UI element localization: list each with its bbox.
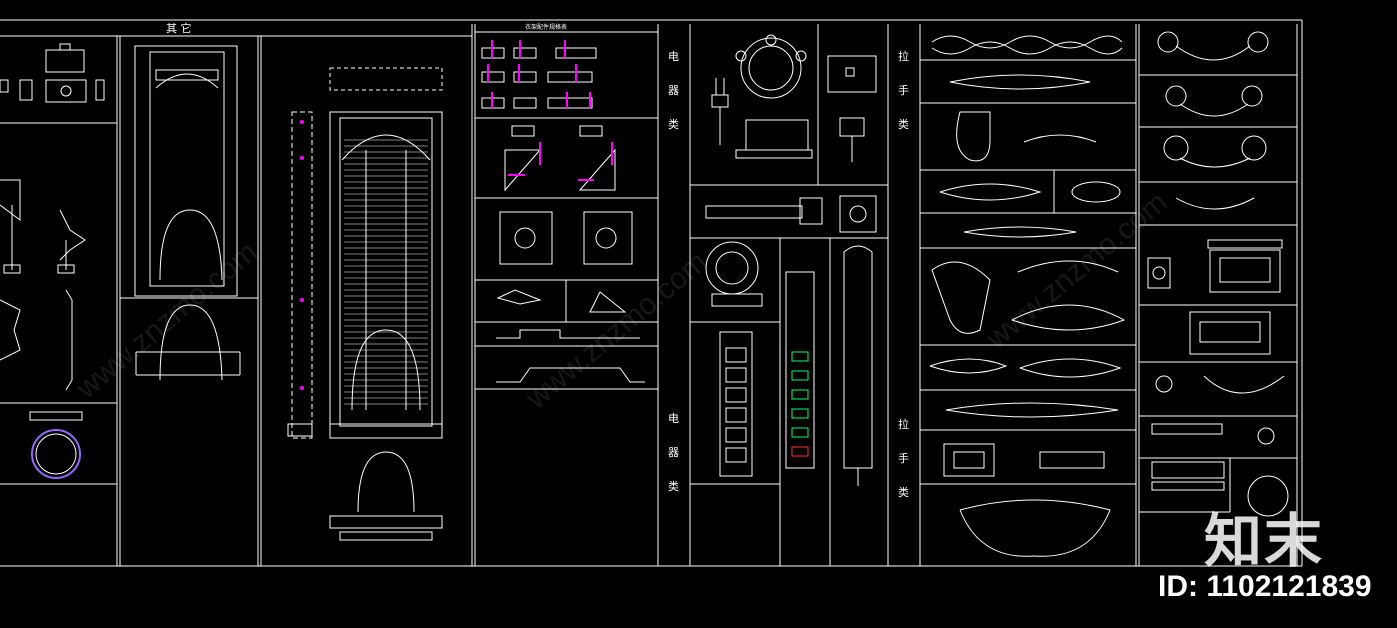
- watermark-logo: 知末: [1204, 507, 1325, 575]
- decorative-handles-b: [1147, 31, 1289, 517]
- svg-text:手: 手: [898, 451, 909, 465]
- svg-text:类: 类: [668, 117, 679, 131]
- wardrobe-section-drawing: 其 它: [134, 21, 241, 381]
- socket-outlet: [725, 347, 747, 363]
- svg-text:类: 类: [898, 117, 909, 131]
- handles-label-bottom: 拉 手 类: [898, 417, 909, 499]
- handles-label-top: 拉 手 类: [898, 49, 909, 131]
- rack-slats: [344, 139, 428, 405]
- svg-text:拉: 拉: [898, 417, 909, 431]
- svg-text:类: 类: [898, 485, 909, 499]
- socket-outlet: [725, 427, 747, 443]
- switch-led: [791, 370, 809, 381]
- decorative-handles-a: [929, 35, 1126, 557]
- svg-text:手: 手: [898, 83, 909, 97]
- socket-outlet: [725, 367, 747, 383]
- tray-table-title: 衣架配件规格表: [525, 23, 567, 31]
- electrical-label-top: 电 器 类: [668, 50, 679, 131]
- svg-text:器: 器: [668, 446, 679, 459]
- switch-led: [791, 446, 809, 457]
- electrical-label-bottom: 电 器 类: [668, 412, 679, 493]
- switch-panel-leds: [791, 351, 809, 457]
- switch-led: [791, 408, 809, 419]
- socket-outlet: [725, 407, 747, 423]
- watermark-id: ID: 1102121839: [1158, 570, 1372, 603]
- fittings-magenta-markers: [487, 40, 613, 181]
- section-title: 其 它: [166, 21, 192, 35]
- rack-pins: [300, 120, 304, 390]
- fittings-table: 衣架配件规格表: [481, 23, 645, 383]
- tall-rack-drawing: [287, 67, 443, 541]
- svg-text:电: 电: [668, 50, 679, 63]
- socket-outlet: [725, 447, 747, 463]
- switch-led: [791, 351, 809, 362]
- switch-led: [791, 427, 809, 438]
- electrical-fixtures: [705, 34, 877, 486]
- switch-led: [791, 389, 809, 400]
- svg-text:电: 电: [668, 412, 679, 425]
- svg-text:类: 类: [668, 479, 679, 493]
- power-strip-sockets: [725, 347, 747, 463]
- svg-text:器: 器: [668, 84, 679, 97]
- svg-text:拉: 拉: [898, 49, 909, 63]
- misc-hardware-column: [0, 43, 105, 479]
- socket-outlet: [725, 387, 747, 403]
